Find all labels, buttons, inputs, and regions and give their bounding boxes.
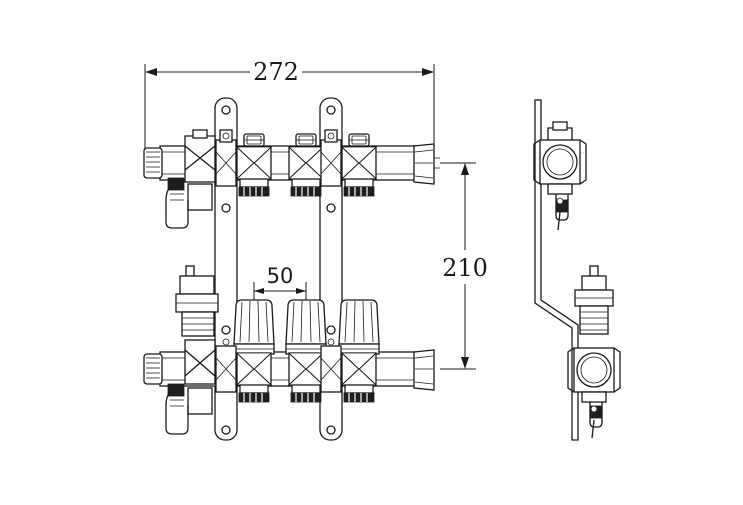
front-view: 272 210 50: [143, 58, 488, 441]
dimension-outlet-pitch: 50: [253, 264, 307, 300]
outlet-pitch-label: 50: [267, 264, 294, 288]
side-upper-valve: [533, 121, 587, 231]
upper-outlet-2: [288, 133, 324, 196]
upper-vent-valve: [165, 129, 216, 229]
lower-outlet-3: [338, 299, 380, 402]
side-lower-valve: [567, 265, 621, 439]
port-spacing-label: 210: [442, 254, 488, 282]
side-view: [533, 99, 621, 441]
upper-outlet-3: [341, 133, 377, 196]
dimension-overall-width: 272: [144, 58, 435, 150]
lower-outlet-2: [285, 299, 327, 402]
lower-vent-valve: [165, 265, 219, 435]
overall-width-label: 272: [253, 58, 299, 86]
upper-outlet-1: [236, 133, 272, 196]
lower-manifold: [143, 265, 435, 435]
upper-manifold: [143, 129, 440, 229]
dimension-port-spacing: 210: [440, 162, 488, 370]
lower-outlet-1: [233, 299, 275, 402]
